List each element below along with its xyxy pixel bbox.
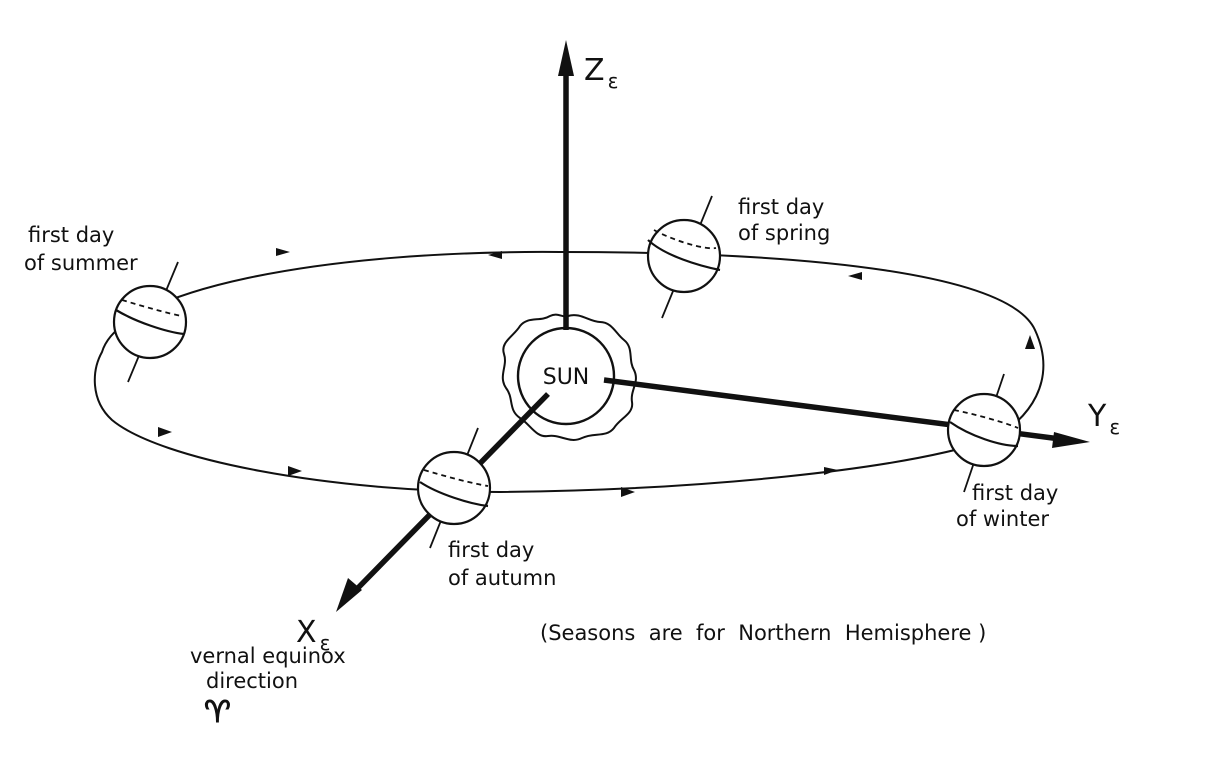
aries-symbol: ♈︎ [204, 695, 231, 730]
winter-label: first day of winter [956, 481, 1065, 531]
earth-autumn [416, 427, 492, 549]
orbit-arrow [848, 272, 862, 280]
orbit-arrow [288, 466, 302, 476]
orbit-arrow [621, 487, 635, 497]
vernal-equinox-label: vernal equinox direction [190, 644, 352, 693]
spring-label: first day of spring [738, 195, 831, 245]
z-axis-arrowhead [558, 40, 574, 76]
orbit-arrow [824, 467, 838, 475]
earth-winter [946, 373, 1022, 493]
hemisphere-note: (Seasons are for Northern Hemisphere ) [540, 621, 986, 645]
sun-label: SUN [543, 365, 590, 390]
x-axis-arrowhead [336, 578, 362, 612]
earth-spring [646, 195, 722, 319]
autumn-label: first day of autumn [448, 538, 556, 590]
orbit-arrow [488, 251, 502, 259]
summer-label: first day of summer [24, 223, 138, 275]
sun-corona [501, 313, 637, 441]
orbit-arrow [276, 248, 290, 256]
orbit-arrow [1025, 335, 1035, 349]
y-axis-arrowhead [1052, 432, 1090, 448]
orbit-arrow [158, 427, 172, 437]
earth-summer [112, 261, 188, 383]
